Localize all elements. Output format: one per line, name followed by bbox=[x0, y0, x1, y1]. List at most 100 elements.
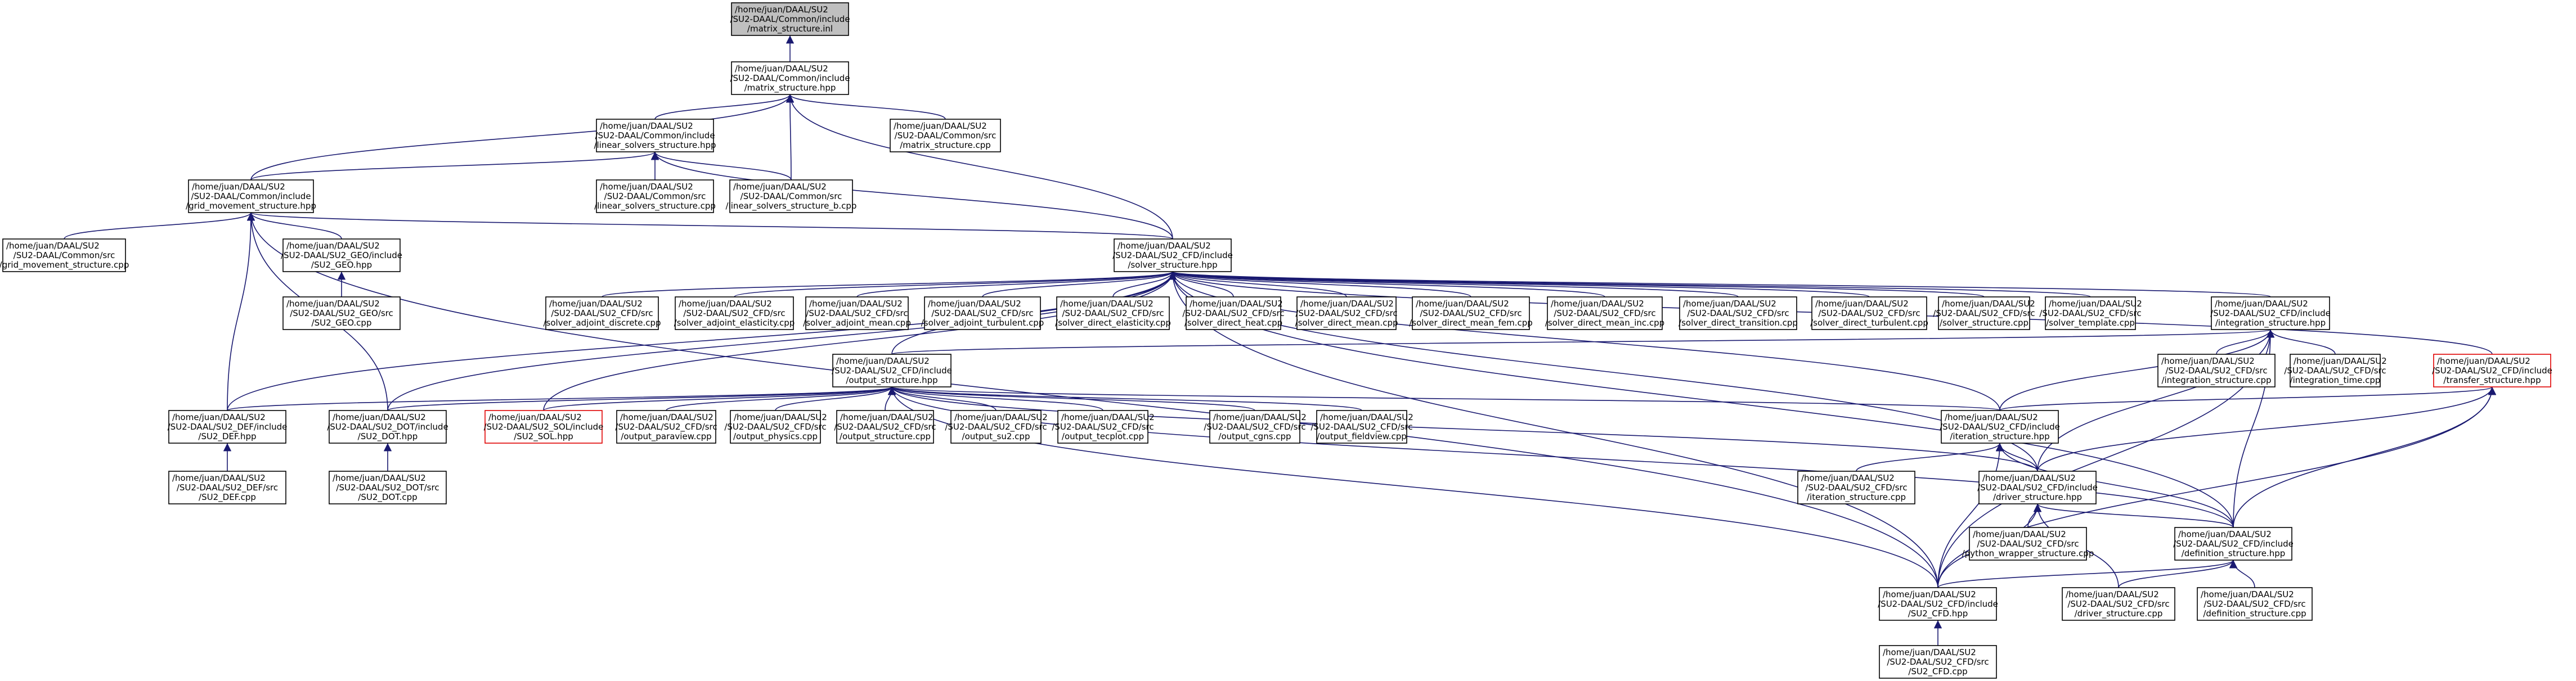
node-solver-template-cpp[interactable]: /home/juan/DAAL/SU2/SU2-DAAL/SU2_CFD/src… bbox=[2039, 296, 2142, 330]
node-linear-solvers-structure-b-cpp[interactable]: /home/juan/DAAL/SU2/SU2-DAAL/Common/src/… bbox=[726, 179, 857, 213]
node-driver-structure-hpp[interactable]: /home/juan/DAAL/SU2/SU2-DAAL/SU2_CFD/inc… bbox=[1977, 471, 2098, 504]
node-su2-dot-hpp[interactable]: /home/juan/DAAL/SU2/SU2-DAAL/SU2_DOT/inc… bbox=[327, 410, 448, 444]
edge-solver-structure-hpp-to-grid-movement-structure-hpp bbox=[247, 212, 1173, 240]
node-solver-adjoint-elasticity-cpp[interactable]: /home/juan/DAAL/SU2/SU2-DAAL/SU2_CFD/src… bbox=[674, 296, 795, 330]
edge-solver-direct-mean-inc-cpp-to-solver-structure-hpp bbox=[1169, 271, 1605, 297]
node-integration-time-cpp[interactable]: /home/juan/DAAL/SU2/SU2-DAAL/SU2_CFD/src… bbox=[2284, 354, 2387, 387]
node-box bbox=[282, 296, 401, 330]
edge-su2-cfd-hpp-to-solver-structure-hpp bbox=[1168, 271, 1938, 588]
node-solver-direct-mean-inc-cpp[interactable]: /home/juan/DAAL/SU2/SU2-DAAL/SU2_CFD/src… bbox=[1545, 296, 1664, 330]
node-linear-solvers-structure-hpp[interactable]: /home/juan/DAAL/SU2/SU2-DAAL/Common/incl… bbox=[594, 119, 716, 152]
node-solver-adjoint-discrete-cpp[interactable]: /home/juan/DAAL/SU2/SU2-DAAL/SU2_CFD/src… bbox=[543, 296, 661, 330]
node-label-line: /home/juan/DAAL/SU2 bbox=[2294, 356, 2387, 366]
node-box bbox=[890, 119, 1001, 152]
edge-su2-geo-hpp-to-grid-movement-structure-hpp bbox=[246, 212, 342, 240]
node-box bbox=[2211, 296, 2330, 330]
node-python-wrapper-structure-cpp[interactable]: /home/juan/DAAL/SU2/SU2-DAAL/SU2_CFD/src… bbox=[1962, 527, 2094, 561]
edge-su2-def-hpp-to-solver-structure-hpp bbox=[227, 271, 1177, 411]
node-solver-direct-transition-cpp[interactable]: /home/juan/DAAL/SU2/SU2-DAAL/SU2_CFD/src… bbox=[1679, 296, 1798, 330]
node-box bbox=[1547, 296, 1663, 330]
node-label-line: /grid_movement_structure.cpp bbox=[0, 260, 129, 270]
node-solver-adjoint-mean-cpp[interactable]: /home/juan/DAAL/SU2/SU2-DAAL/SU2_CFD/src… bbox=[803, 296, 911, 330]
node-transfer-structure-hpp[interactable]: /home/juan/DAAL/SU2/SU2-DAAL/SU2_CFD/inc… bbox=[2432, 354, 2552, 387]
node-linear-solvers-structure-cpp[interactable]: /home/juan/DAAL/SU2/SU2-DAAL/Common/src/… bbox=[594, 179, 716, 213]
node-su2-def-hpp[interactable]: /home/juan/DAAL/SU2/SU2-DAAL/SU2_DEF/inc… bbox=[168, 410, 288, 444]
node-output-cgns-cpp[interactable]: /home/juan/DAAL/SU2/SU2-DAAL/SU2_CFD/src… bbox=[1204, 410, 1307, 444]
node-matrix-structure-cpp[interactable]: /home/juan/DAAL/SU2/SU2-DAAL/Common/src/… bbox=[890, 119, 1001, 152]
node-su2-cfd-hpp[interactable]: /home/juan/DAAL/SU2/SU2-DAAL/SU2_CFD/inc… bbox=[1878, 587, 1998, 621]
edge-solver-structure-hpp-to-linear-solvers-structure-hpp bbox=[650, 151, 1173, 240]
node-label-line: /iteration_structure.cpp bbox=[1807, 492, 1906, 503]
node-label-line: /home/juan/DAAL/SU2 bbox=[894, 121, 987, 131]
edge-driver-structure-hpp-to-transfer-structure-hpp bbox=[2037, 386, 2497, 472]
node-solver-direct-mean-fem-cpp[interactable]: /home/juan/DAAL/SU2/SU2-DAAL/SU2_CFD/src… bbox=[1409, 296, 1533, 330]
node-label-line: /SU2-DAAL/SU2_CFD/include bbox=[2173, 539, 2294, 549]
node-output-su2-cpp[interactable]: /home/juan/DAAL/SU2/SU2-DAAL/SU2_CFD/src… bbox=[945, 410, 1048, 444]
node-su2-geo-hpp[interactable]: /home/juan/DAAL/SU2/SU2-DAAL/SU2_GEO/inc… bbox=[281, 238, 402, 272]
node-solver-adjoint-turbulent-cpp[interactable]: /home/juan/DAAL/SU2/SU2-DAAL/SU2_CFD/src… bbox=[921, 296, 1044, 330]
node-driver-structure-cpp[interactable]: /home/juan/DAAL/SU2/SU2-DAAL/SU2_CFD/src… bbox=[2062, 587, 2175, 621]
node-grid-movement-structure-cpp[interactable]: /home/juan/DAAL/SU2/SU2-DAAL/Common/src/… bbox=[0, 238, 129, 272]
edge-definition-structure-hpp-to-iteration-structure-hpp bbox=[1995, 443, 2234, 528]
node-label-line: /home/juan/DAAL/SU2 bbox=[333, 473, 426, 483]
node-box bbox=[2157, 354, 2276, 387]
node-label-line: /home/juan/DAAL/SU2 bbox=[192, 182, 285, 192]
node-solver-direct-heat-cpp[interactable]: /home/juan/DAAL/SU2/SU2-DAAL/SU2_CFD/src… bbox=[1182, 296, 1285, 330]
node-label-line: /home/juan/DAAL/SU2 bbox=[1883, 589, 1976, 599]
node-iteration-structure-cpp[interactable]: /home/juan/DAAL/SU2/SU2-DAAL/SU2_CFD/src… bbox=[1797, 471, 1915, 504]
node-label-line: /SU2-DAAL/SU2_CFD/src bbox=[615, 422, 717, 432]
node-su2-dot-cpp[interactable]: /home/juan/DAAL/SU2/SU2-DAAL/SU2_DOT/src… bbox=[329, 471, 447, 504]
node-box bbox=[1209, 410, 1300, 444]
node-su2-cfd-cpp[interactable]: /home/juan/DAAL/SU2/SU2-DAAL/SU2_CFD/src… bbox=[1879, 645, 1997, 679]
node-label-line: /home/juan/DAAL/SU2 bbox=[2161, 356, 2255, 366]
node-integration-structure-hpp[interactable]: /home/juan/DAAL/SU2/SU2-DAAL/SU2_CFD/inc… bbox=[2210, 296, 2331, 330]
node-label-line: /SU2-DAAL/SU2_CFD/src bbox=[1687, 308, 1789, 319]
node-label-line: /SU2-DAAL/Common/src bbox=[604, 191, 706, 201]
node-label-line: /home/juan/DAAL/SU2 bbox=[1213, 412, 1307, 422]
node-su2-sol-hpp[interactable]: /home/juan/DAAL/SU2/SU2-DAAL/SU2_SOL/inc… bbox=[484, 410, 604, 444]
node-output-tecplot-cpp[interactable]: /home/juan/DAAL/SU2/SU2-DAAL/SU2_CFD/src… bbox=[1052, 410, 1155, 444]
node-label-line: /matrix_structure.inl bbox=[747, 24, 833, 34]
node-label-line: /home/juan/DAAL/SU2 bbox=[734, 412, 827, 422]
node-solver-direct-elasticity-cpp[interactable]: /home/juan/DAAL/SU2/SU2-DAAL/SU2_CFD/src… bbox=[1055, 296, 1171, 330]
node-su2-geo-cpp[interactable]: /home/juan/DAAL/SU2/SU2-DAAL/SU2_GEO/src… bbox=[282, 296, 401, 330]
node-label-line: /SU2-DAAL/SU2_CFD/src bbox=[2067, 599, 2169, 610]
node-matrix-structure-hpp[interactable]: /home/juan/DAAL/SU2/SU2-DAAL/Common/incl… bbox=[730, 61, 850, 95]
node-label-line: /driver_structure.hpp bbox=[1993, 492, 2082, 503]
node-iteration-structure-hpp[interactable]: /home/juan/DAAL/SU2/SU2-DAAL/SU2_CFD/inc… bbox=[1940, 410, 2060, 444]
node-output-fieldview-cpp[interactable]: /home/juan/DAAL/SU2/SU2-DAAL/SU2_CFD/src… bbox=[1311, 410, 1413, 444]
node-label-line: /SU2-DAAL/SU2_CFD/src bbox=[1420, 308, 1522, 319]
node-label-line: /home/juan/DAAL/SU2 bbox=[735, 4, 828, 15]
node-solver-direct-turbulent-cpp[interactable]: /home/juan/DAAL/SU2/SU2-DAAL/SU2_CFD/src… bbox=[1810, 296, 1928, 330]
edge-su2-sol-hpp-to-solver-structure-hpp bbox=[543, 271, 1177, 411]
node-label-line: /home/juan/DAAL/SU2 bbox=[2437, 356, 2530, 366]
node-output-physics-cpp[interactable]: /home/juan/DAAL/SU2/SU2-DAAL/SU2_CFD/src… bbox=[724, 410, 827, 444]
node-definition-structure-hpp[interactable]: /home/juan/DAAL/SU2/SU2-DAAL/SU2_CFD/inc… bbox=[2173, 527, 2294, 561]
edge-iteration-structure-hpp-to-output-structure-hpp bbox=[888, 386, 2000, 411]
node-box bbox=[282, 238, 401, 272]
node-output-paraview-cpp[interactable]: /home/juan/DAAL/SU2/SU2-DAAL/SU2_CFD/src… bbox=[615, 410, 717, 444]
node-definition-structure-cpp[interactable]: /home/juan/DAAL/SU2/SU2-DAAL/SU2_CFD/src… bbox=[2197, 587, 2313, 621]
edge-iteration-structure-hpp-to-transfer-structure-hpp bbox=[1999, 386, 2496, 411]
node-output-structure-hpp[interactable]: /home/juan/DAAL/SU2/SU2-DAAL/SU2_CFD/inc… bbox=[832, 354, 952, 387]
node-box bbox=[329, 471, 447, 504]
node-label-line: /home/juan/DAAL/SU2 bbox=[836, 356, 930, 366]
node-integration-structure-cpp[interactable]: /home/juan/DAAL/SU2/SU2-DAAL/SU2_CFD/src… bbox=[2157, 354, 2276, 387]
node-label-line: /home/juan/DAAL/SU2 bbox=[2049, 299, 2142, 309]
node-label-line: /home/juan/DAAL/SU2 bbox=[1801, 473, 1895, 483]
node-su2-def-cpp[interactable]: /home/juan/DAAL/SU2/SU2-DAAL/SU2_DEF/src… bbox=[168, 471, 286, 504]
node-label-line: /home/juan/DAAL/SU2 bbox=[1945, 412, 2038, 422]
node-label-line: /SU2-DAAL/SU2_CFD/src bbox=[1887, 657, 1989, 668]
node-output-structure-cpp[interactable]: /home/juan/DAAL/SU2/SU2-DAAL/SU2_CFD/src… bbox=[834, 410, 936, 444]
node-label-line: /SU2-DAAL/SU2_CFD/src bbox=[945, 422, 1047, 432]
node-solver-structure-hpp[interactable]: /home/juan/DAAL/SU2/SU2-DAAL/SU2_CFD/inc… bbox=[1112, 238, 1233, 272]
node-label-line: /iteration_structure.hpp bbox=[1950, 431, 2049, 442]
node-label-line: /SU2-DAAL/SU2_GEO/include bbox=[281, 250, 402, 261]
node-solver-direct-mean-cpp[interactable]: /home/juan/DAAL/SU2/SU2-DAAL/SU2_CFD/src… bbox=[1295, 296, 1398, 330]
node-box bbox=[1316, 410, 1407, 444]
node-solver-structure-cpp[interactable]: /home/juan/DAAL/SU2/SU2-DAAL/SU2_CFD/src… bbox=[1933, 296, 2035, 330]
node-matrix-structure-inl[interactable]: /home/juan/DAAL/SU2/SU2-DAAL/Common/incl… bbox=[730, 2, 850, 36]
node-box bbox=[1879, 587, 1997, 621]
node-grid-movement-structure-hpp[interactable]: /home/juan/DAAL/SU2/SU2-DAAL/Common/incl… bbox=[186, 179, 316, 213]
edge-definition-structure-hpp-to-driver-structure-hpp bbox=[2034, 503, 2234, 528]
